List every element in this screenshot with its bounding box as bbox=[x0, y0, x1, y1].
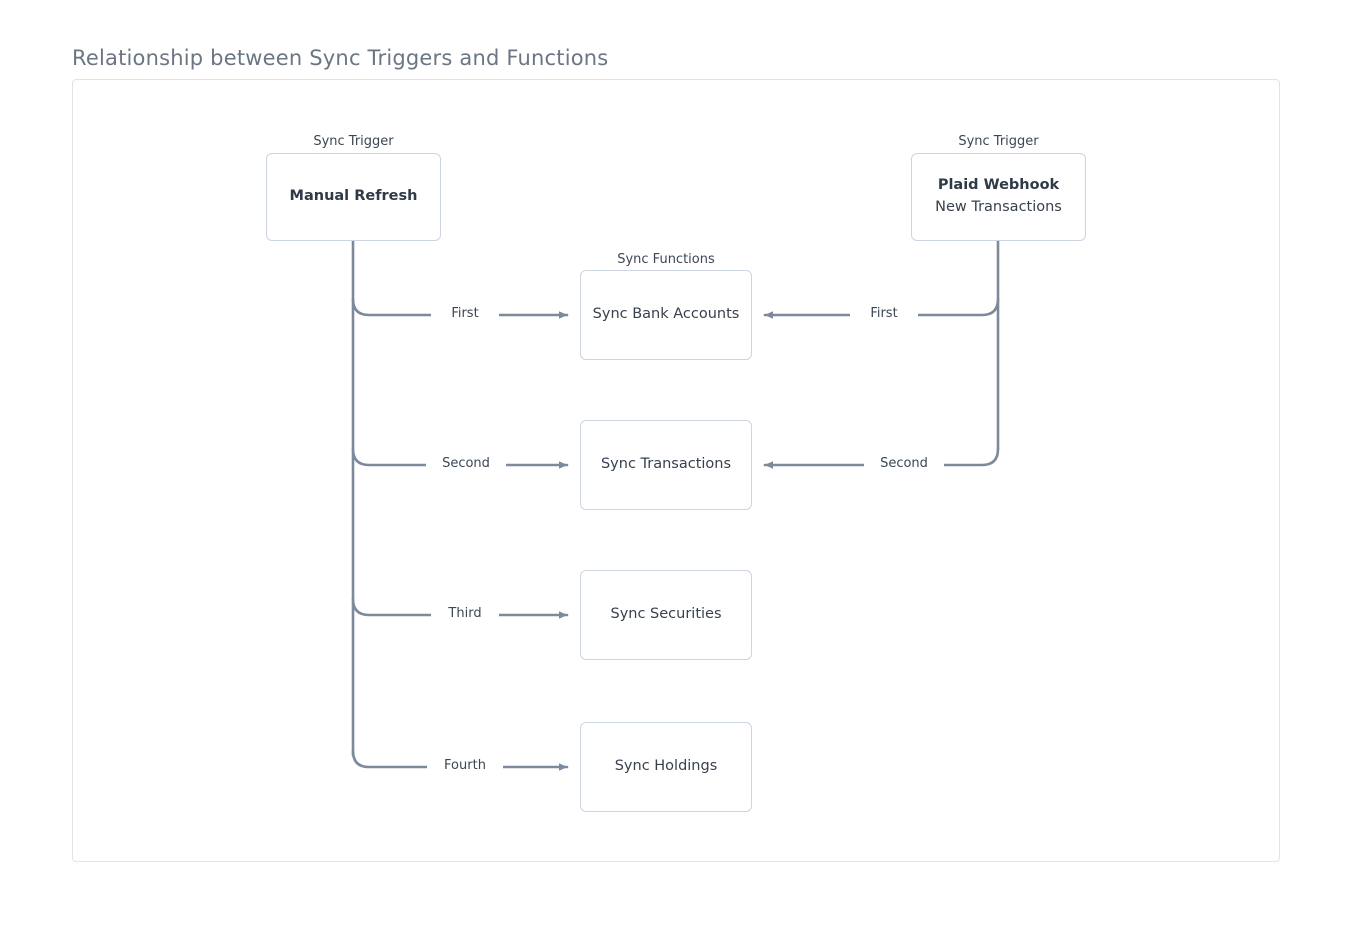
node-sync-holdings[interactable]: Sync Holdings bbox=[580, 722, 752, 812]
edge-label-manual-third: Third bbox=[431, 606, 499, 621]
edge-label-manual-first: First bbox=[431, 306, 499, 321]
edge-label-manual-second: Second bbox=[426, 456, 506, 471]
node-sync-holdings-label: Sync Holdings bbox=[614, 758, 718, 775]
node-manual-refresh[interactable]: Manual Refresh bbox=[266, 153, 441, 241]
node-manual-refresh-title: Manual Refresh bbox=[289, 188, 418, 205]
node-plaid-webhook[interactable]: Plaid Webhook New Transactions bbox=[911, 153, 1086, 241]
edge-label-plaid-first: First bbox=[850, 306, 918, 321]
node-sync-securities[interactable]: Sync Securities bbox=[580, 570, 752, 660]
node-sync-securities-label: Sync Securities bbox=[610, 606, 722, 623]
group-label-trigger-right: Sync Trigger bbox=[958, 134, 1039, 149]
node-plaid-webhook-title: Plaid Webhook bbox=[937, 177, 1060, 194]
edge-label-manual-fourth: Fourth bbox=[427, 758, 503, 773]
edge-label-plaid-second: Second bbox=[864, 456, 944, 471]
page-title: Relationship between Sync Triggers and F… bbox=[72, 46, 609, 70]
node-sync-bank-accounts[interactable]: Sync Bank Accounts bbox=[580, 270, 752, 360]
node-plaid-webhook-subtitle: New Transactions bbox=[935, 199, 1062, 215]
group-label-trigger-left: Sync Trigger bbox=[313, 134, 394, 149]
node-sync-transactions-label: Sync Transactions bbox=[600, 456, 732, 473]
group-label-sync-functions: Sync Functions bbox=[617, 252, 715, 267]
node-sync-bank-accounts-label: Sync Bank Accounts bbox=[592, 306, 740, 323]
node-sync-transactions[interactable]: Sync Transactions bbox=[580, 420, 752, 510]
